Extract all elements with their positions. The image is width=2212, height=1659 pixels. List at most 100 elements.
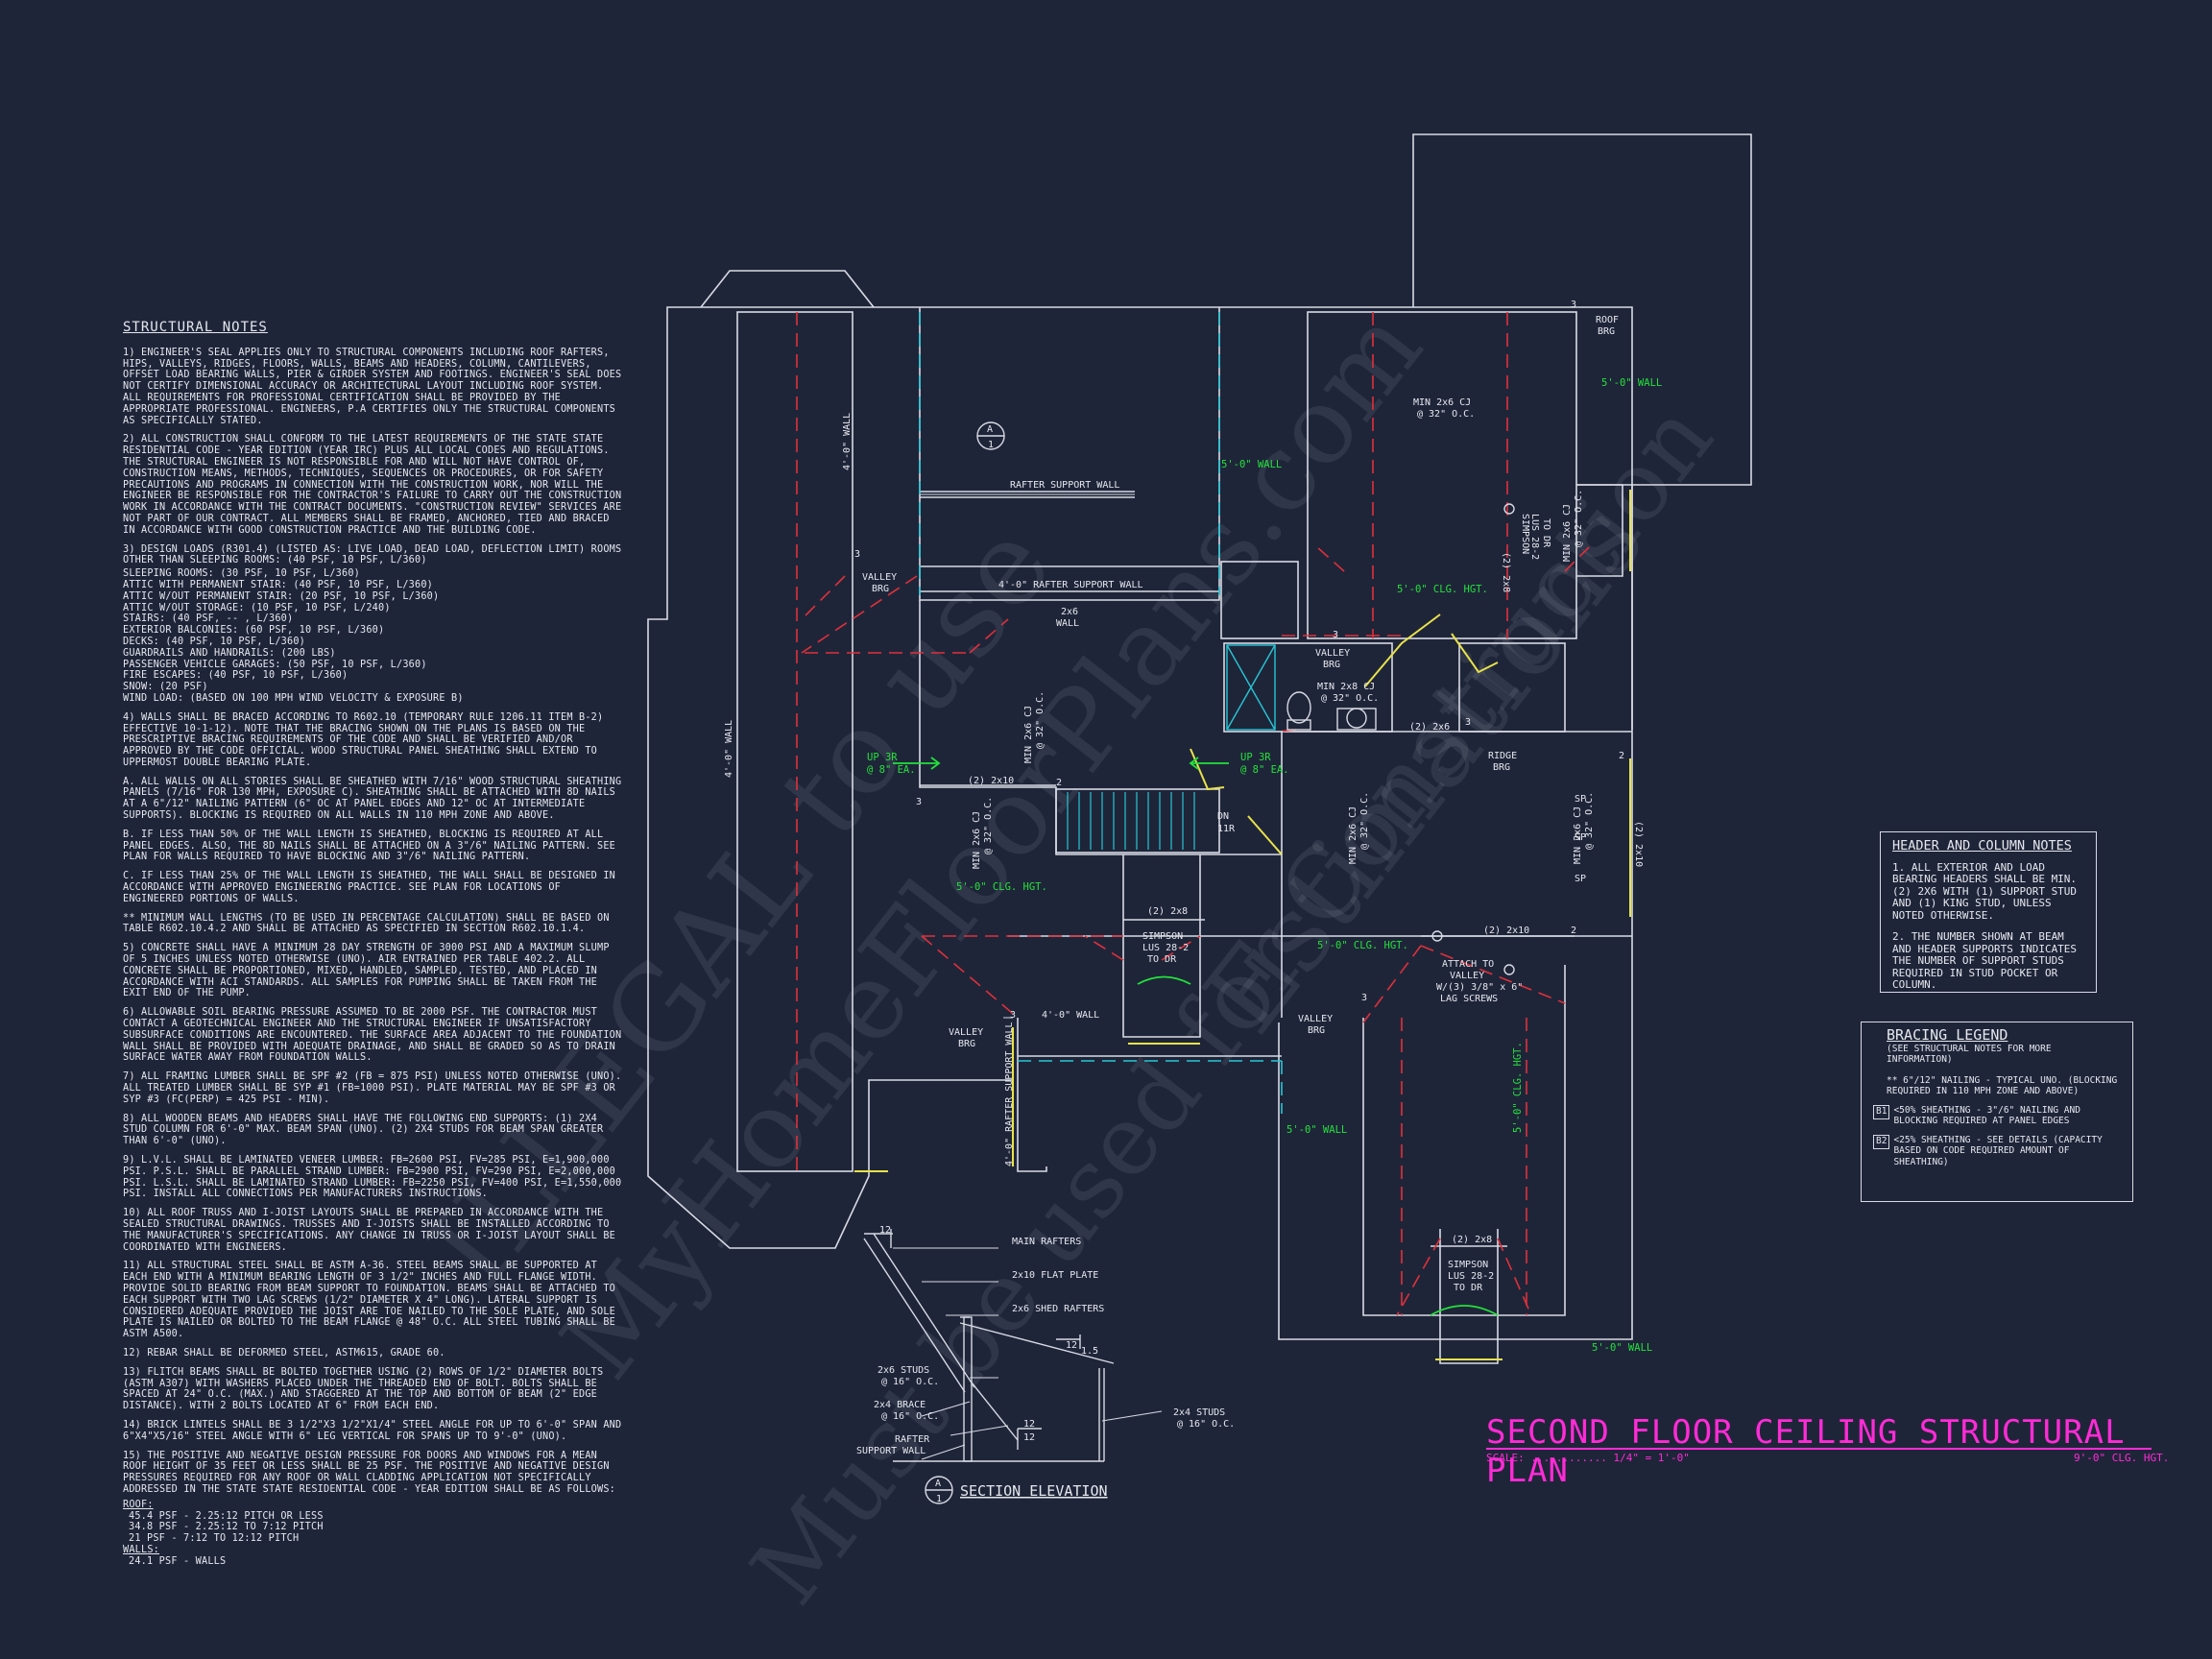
bracing-b1: B1 <50% SHEATHING - 3"/6" NAILING AND BL… — [1873, 1104, 2121, 1127]
ridge-box — [1220, 561, 1299, 639]
label-valley-brg-1: VALLEY — [862, 572, 897, 583]
label-valley-brg-1b: BRG — [872, 584, 889, 594]
note-12: 12) REBAR SHALL BE DEFORMED STEEL, ASTM6… — [123, 1347, 445, 1358]
dormer-right — [1576, 484, 1623, 577]
label-at32-vert-3: @ 32" O.C. — [1359, 792, 1370, 850]
label-valley-brg-2: VALLEY — [1315, 648, 1350, 659]
green-5clg-1: 5'-0" CLG. HGT. — [1397, 584, 1488, 595]
load-item: FIRE ESCAPES: (40 PSF, 10 PSF, L/360) — [123, 670, 349, 682]
header-note-2: 2. THE NUMBER SHOWN AT BEAM AND HEADER S… — [1892, 930, 2078, 991]
section-studs-2x6-oc: @ 16" O.C. — [881, 1377, 939, 1387]
label-min2x6-vert-4: MIN 2x6 CJ — [1573, 806, 1583, 864]
label-attach-4: LAG SCREWS — [1440, 994, 1498, 1004]
note-4d: ** MINIMUM WALL LENGTHS (TO BE USED IN P… — [123, 912, 610, 935]
roof-item: 45.4 PSF - 2.25:12 PITCH OR LESS — [129, 1510, 324, 1522]
header-column-notes: HEADER AND COLUMN NOTES 1. ALL EXTERIOR … — [1880, 831, 2097, 993]
load-item: PASSENGER VEHICLE GARAGES: (50 PSF, 10 P… — [123, 659, 427, 670]
label-at32-vert-5: @ 32" O.C. — [1574, 490, 1584, 547]
note-8: 8) ALL WOODEN BEAMS AND HEADERS SHALL HA… — [123, 1113, 604, 1147]
label-num-2b: 2 — [1571, 926, 1576, 936]
label-num-3g: 3 — [1010, 1010, 1016, 1021]
header-note-1: 1. ALL EXTERIOR AND LOAD BEARING HEADERS… — [1892, 860, 2078, 922]
label-valley-brg-3b: BRG — [958, 1039, 975, 1049]
section-pitch-12c: 12 — [1023, 1432, 1035, 1443]
label-sp-3: SP — [1575, 874, 1586, 884]
header-notes-title: HEADER AND COLUMN NOTES — [1892, 838, 2072, 854]
note-15: 15) THE POSITIVE AND NEGATIVE DESIGN PRE… — [123, 1450, 616, 1495]
note-1: 1) ENGINEER'S SEAL APPLIES ONLY TO STRUC… — [123, 347, 622, 426]
b1-text: <50% SHEATHING - 3"/6" NAILING AND BLOCK… — [1893, 1104, 2080, 1127]
plan-scale: SCALE: ............ 1/4" = 1'-0" — [1486, 1452, 1690, 1464]
section-studs-2x6: 2x6 STUDS — [878, 1365, 929, 1376]
label-valley-brg-4: VALLEY — [1298, 1014, 1333, 1024]
label-at32-vert-2: @ 32" O.C. — [983, 797, 994, 854]
label-lus-2: LUS 28-2 — [1448, 1271, 1494, 1282]
stairs — [1055, 788, 1220, 854]
upper-right-room — [1307, 311, 1577, 639]
notes-title: STRUCTURAL NOTES — [123, 320, 268, 335]
green-5wall-1: 5'-0" WALL — [1601, 377, 1662, 389]
green-5wall-4: 5'-0" WALL — [1592, 1342, 1652, 1354]
note-10: 10) ALL ROOF TRUSS AND I-JOIST LAYOUTS S… — [123, 1208, 616, 1253]
label-rafter-support-vert: 4'-0" RAFTER SUPPORT WALL — [1004, 1022, 1015, 1166]
note-13: 13) FLITCH BEAMS SHALL BE BOLTED TOGETHE… — [123, 1366, 604, 1412]
section-pitch-12b: 12 — [1066, 1340, 1077, 1351]
label-tag-1: 1 — [988, 440, 994, 450]
label-roof-brg: ROOF — [1596, 315, 1619, 325]
design-loads-list: SLEEPING ROOMS: (30 PSF, 10 PSF, L/360) … — [123, 568, 622, 705]
label-roof-brg-b: BRG — [1598, 326, 1615, 337]
label-todr-1: TO DR — [1147, 954, 1177, 965]
brace — [971, 1382, 1019, 1441]
bracing-legend: BRACING LEGEND (SEE STRUCTURAL NOTES FOR… — [1861, 1022, 2133, 1202]
closet — [1458, 642, 1566, 733]
label-at32-bath: @ 32" O.C. — [1321, 693, 1379, 704]
stair-wall — [919, 600, 1282, 855]
section-flat-plate: 2x10 FLAT PLATE — [1012, 1270, 1098, 1281]
label-beam-2x8-vert: (2) 2x8 — [1501, 552, 1511, 592]
section-tag-top: A — [935, 1479, 941, 1489]
label-wall-4-vert-b: 4'-0" WALL — [842, 413, 853, 470]
label-valley-brg-3: VALLEY — [949, 1027, 983, 1038]
walls-item: 24.1 PSF - WALLS — [129, 1555, 227, 1567]
main-rafter — [863, 1238, 966, 1393]
label-2x6-wall: WALL — [1056, 618, 1079, 629]
bracing-title: BRACING LEGEND — [1887, 1026, 2008, 1044]
bracing-b2: B2 <25% SHEATHING - SEE DETAILS (CAPACIT… — [1873, 1134, 2121, 1168]
note-11: 11) ALL STRUCTURAL STEEL SHALL BE ASTM A… — [123, 1261, 616, 1340]
inner-left-room — [736, 311, 854, 1172]
note-6: 6) ALLOWABLE SOIL BEARING PRESSURE ASSUM… — [123, 1007, 622, 1064]
note-7: 7) ALL FRAMING LUMBER SHALL BE SPF #2 (F… — [123, 1071, 622, 1105]
label-rafter-support-4: 4'-0" RAFTER SUPPORT WALL — [998, 580, 1143, 590]
label-at32-vert-4: @ 32" O.C. — [1584, 792, 1595, 850]
load-item: WIND LOAD: (BASED ON 100 MPH WIND VELOCI… — [123, 692, 464, 704]
center-room — [919, 307, 1220, 601]
label-min2x6-vert-3: MIN 2x6 CJ — [1348, 806, 1358, 864]
b1-tag: B1 — [1873, 1104, 1890, 1119]
roof-item: 21 PSF - 7:12 TO 12:12 PITCH — [129, 1533, 300, 1545]
label-wall-4-top: 4'-0" WALL — [1042, 1010, 1099, 1021]
label-attach-3: W/(3) 3/8" x 6" — [1436, 982, 1523, 993]
plan-title: SECOND FLOOR CEILING STRUCTURAL PLAN — [1486, 1413, 2126, 1490]
label-attach: ATTACH TO — [1442, 959, 1494, 970]
label-beam-2x8-1: (2) 2x8 — [1147, 906, 1188, 917]
note-4b: B. IF LESS THAN 50% OF THE WALL LENGTH I… — [123, 829, 616, 863]
label-sp-2: SP — [1575, 832, 1586, 843]
b2-tag: B2 — [1873, 1134, 1890, 1149]
label-num-2c: 2 — [1619, 751, 1624, 761]
plan-title-underline — [1486, 1448, 2152, 1450]
section-pitch-12d: 12 — [1023, 1419, 1035, 1430]
section-studs-2x4: 2x4 STUDS — [1173, 1407, 1225, 1418]
lower-right — [1362, 965, 1566, 1316]
section-tag-bottom: 1 — [936, 1494, 942, 1504]
label-11r: 11R — [1217, 824, 1236, 834]
shed-rafter — [959, 1322, 1115, 1364]
label-attach-2: VALLEY — [1450, 971, 1484, 981]
label-todr-2: TO DR — [1454, 1283, 1483, 1293]
label-todr-vert: TO DR — [1541, 518, 1551, 548]
label-ridge-brg-b: BRG — [1493, 762, 1510, 773]
low-left — [1017, 1018, 1047, 1172]
label-min2x6-vert-1: MIN 2x6 CJ — [1023, 706, 1034, 763]
note-3: 3) DESIGN LOADS (R301.4) (LISTED AS: LIV… — [123, 543, 622, 705]
left-bay — [700, 270, 875, 308]
walls-title: WALLS: — [123, 1544, 160, 1555]
